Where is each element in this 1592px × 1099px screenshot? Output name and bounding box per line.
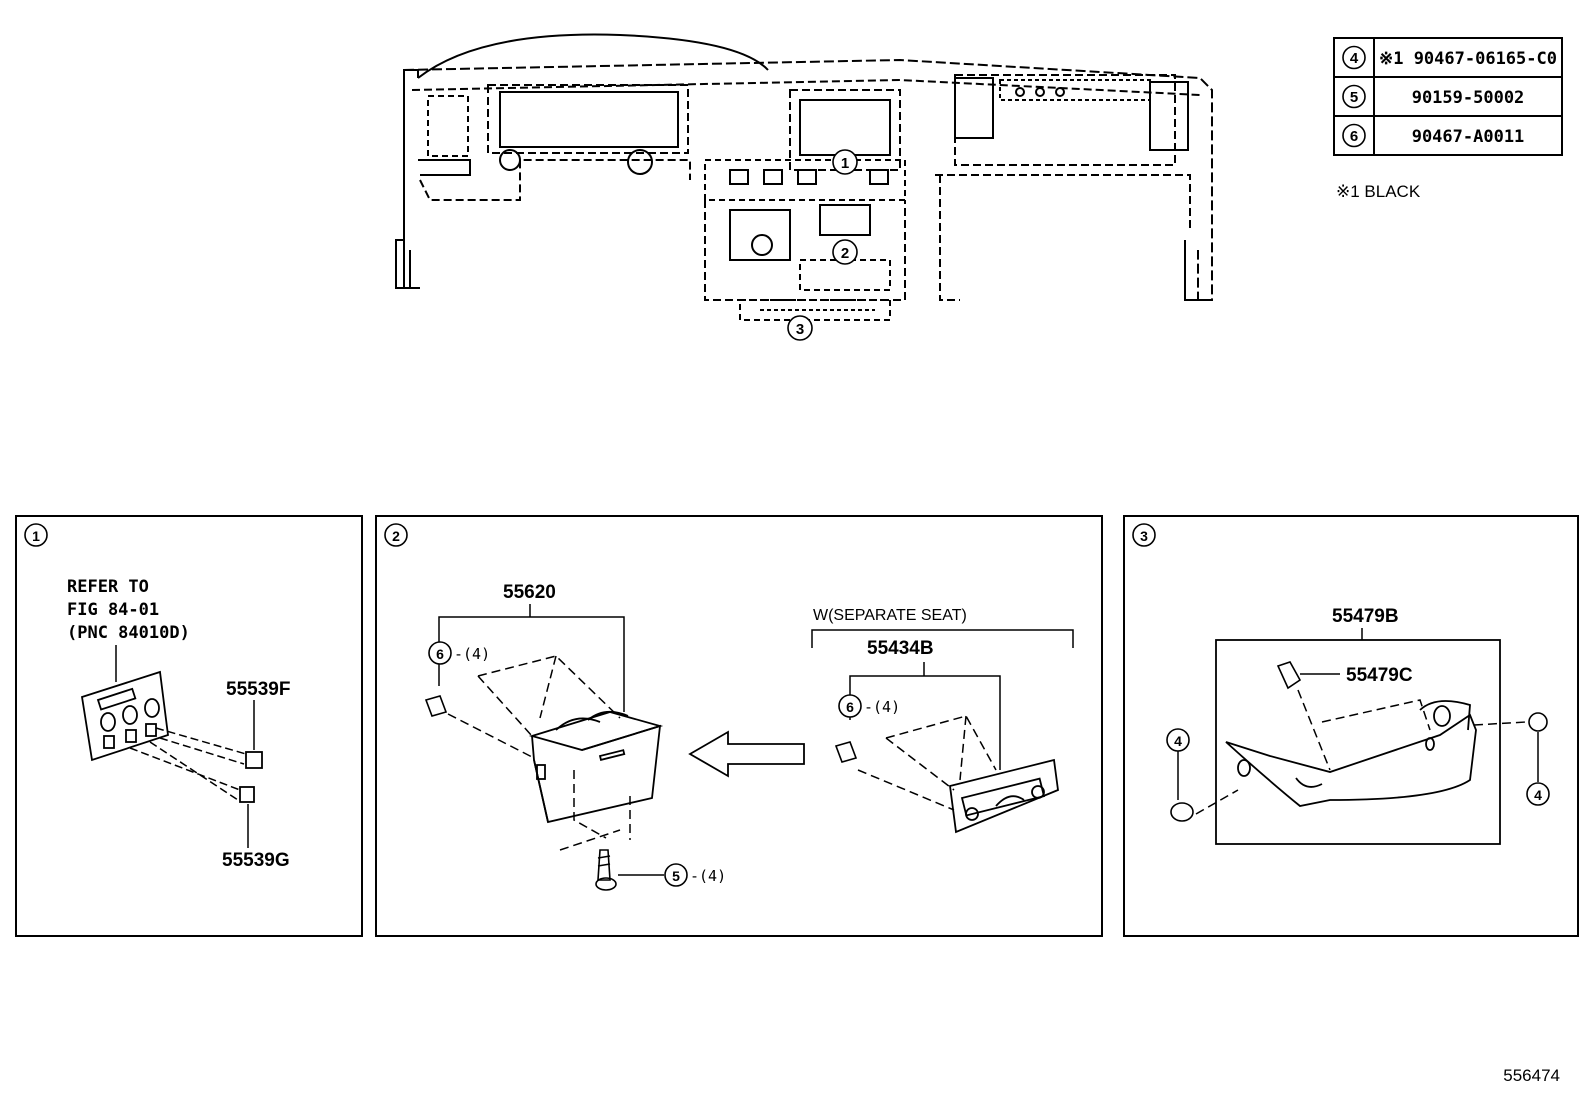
legend-table: 4 ※1 90467-06165-C0 5 90159-50002 6 9046…	[1333, 37, 1563, 156]
replacement-arrow-icon	[688, 730, 805, 778]
detail-panel-2: 2 55620 6 -(4)	[375, 515, 1103, 937]
cup-holder-55620	[528, 710, 664, 824]
svg-text:4: 4	[1534, 787, 1542, 803]
legend-callout-5: 5	[1350, 89, 1358, 106]
part-label-55479b: 55479B	[1332, 606, 1399, 627]
trim-cover-55479b	[1225, 700, 1477, 807]
legend-row-4: 4 ※1 90467-06165-C0	[1342, 45, 1557, 70]
screw-qty: -(4)	[690, 867, 726, 885]
fastener-right-4: 4	[1526, 712, 1550, 806]
variant-label: W(SEPARATE SEAT)	[813, 607, 967, 624]
svg-text:1: 1	[841, 155, 849, 172]
legend-note: ※1 BLACK	[1336, 182, 1421, 201]
refer-line-2: FIG 84-01	[67, 600, 159, 620]
clip-callout-6: 6	[436, 646, 444, 662]
legend-part-4: ※1 90467-06165-C0	[1379, 49, 1557, 69]
refer-line-3: (PNC 84010D)	[67, 623, 190, 643]
figure-id: 556474	[1503, 1066, 1560, 1085]
detail-panel-1: 1 REFER TO FIG 84-01 (PNC 84010D) 55539F…	[15, 515, 363, 937]
legend-row-5: 5 90159-50002	[1342, 84, 1525, 109]
part-label-55479c: 55479C	[1346, 665, 1413, 686]
overview-callout-2: 2	[832, 239, 858, 265]
overview-callout-3: 3	[787, 315, 813, 341]
panel-2-number: 2	[392, 528, 400, 544]
legend-part-6: 90467-A0011	[1412, 127, 1525, 147]
alt-clip-callout-6: 6	[846, 699, 854, 715]
svg-text:4: 4	[1174, 733, 1182, 749]
detail-panel-3: 3 55479B 55479C 4	[1123, 515, 1579, 937]
legend-callout-4: 4	[1350, 50, 1359, 67]
svg-text:2: 2	[841, 245, 849, 262]
switch-bezel	[80, 670, 169, 762]
storage-box-55434b	[949, 758, 1059, 834]
part-label-55620: 55620	[503, 582, 556, 603]
knob-55539g	[239, 786, 255, 803]
svg-text:3: 3	[796, 321, 804, 338]
overview-callout-1: 1	[832, 149, 858, 175]
legend-callout-6: 6	[1350, 128, 1358, 145]
panel-1-number: 1	[32, 528, 40, 544]
dashboard-overview	[395, 33, 1213, 321]
alt-clip-qty: -(4)	[864, 698, 900, 716]
knob-55539f	[245, 751, 263, 769]
legend-part-5: 90159-50002	[1412, 88, 1525, 108]
part-label-55539g: 55539G	[222, 850, 290, 871]
refer-line-1: REFER TO	[67, 577, 149, 597]
part-label-55434b: 55434B	[867, 638, 934, 659]
fastener-left-4: 4	[1166, 728, 1194, 822]
part-label-55539f: 55539F	[226, 679, 290, 700]
clip-qty: -(4)	[454, 645, 490, 663]
screw-5	[595, 849, 617, 891]
screw-callout-5: 5	[672, 868, 680, 884]
legend-row-6: 6 90467-A0011	[1342, 123, 1525, 148]
panel-3-number: 3	[1140, 528, 1148, 544]
